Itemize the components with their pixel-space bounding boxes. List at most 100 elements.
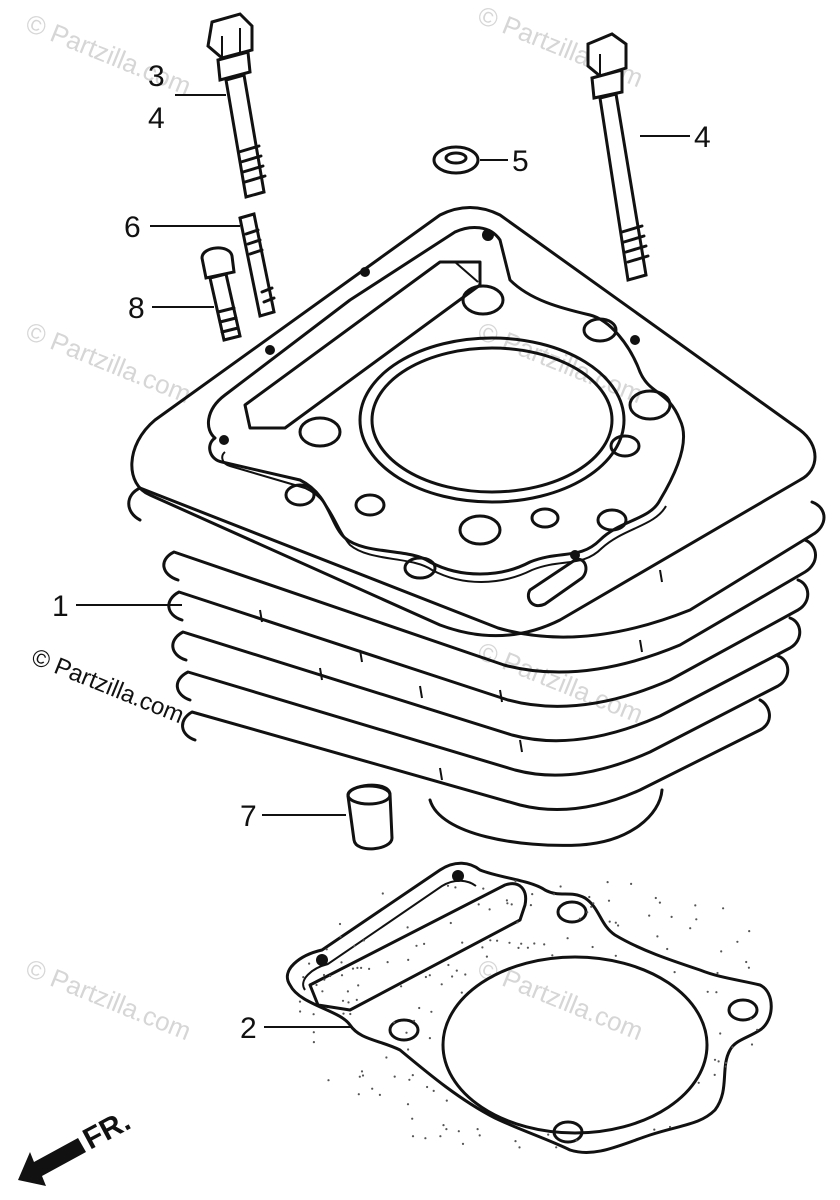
- gasket-texture-dot: [588, 895, 591, 899]
- gasket-texture-dot: [361, 1074, 365, 1077]
- gasket-texture-dot: [520, 942, 523, 945]
- gasket-texture-dot: [614, 921, 617, 924]
- gasket-texture-dot: [666, 947, 669, 951]
- cylinder-block: [127, 206, 826, 847]
- gasket-texture-dot: [517, 946, 520, 950]
- gasket-texture-dot: [408, 1078, 411, 1081]
- gasket-texture-dot: [442, 1124, 445, 1127]
- watermark-text: © Partzilla.com: [22, 953, 196, 1046]
- gasket-texture-dot: [617, 924, 620, 927]
- front-arrow-icon: [18, 1138, 86, 1186]
- stud-hole: [284, 483, 316, 507]
- gasket-texture-dot: [315, 983, 318, 987]
- gasket-texture-dot: [455, 969, 458, 972]
- gasket-texture-dot: [713, 1073, 716, 1076]
- gasket-texture-dot: [355, 998, 358, 1002]
- cylinder-stud-bolt-left: [206, 12, 267, 199]
- gasket-texture-dot: [407, 958, 410, 962]
- gasket-texture-dot: [357, 1093, 360, 1096]
- stud-bolt: [238, 212, 276, 318]
- gasket-dowel-mark: [316, 954, 328, 966]
- gasket-texture-dot: [722, 907, 725, 910]
- cylinder-base-gasket: [285, 861, 773, 1154]
- gasket-texture-dot: [426, 1085, 429, 1089]
- gasket-texture-dot: [360, 966, 363, 970]
- gasket-texture-dot: [449, 921, 452, 925]
- gasket-texture-dot: [341, 999, 345, 1002]
- gasket-texture-dot: [298, 1000, 302, 1003]
- gasket-texture-dot: [478, 1134, 481, 1137]
- gasket-texture-dot: [476, 1128, 479, 1131]
- gasket-texture-dot: [340, 974, 344, 977]
- callout-6: 6: [124, 211, 141, 244]
- gasket-texture-dot: [653, 1128, 656, 1131]
- gasket-texture-dot: [323, 978, 326, 981]
- gasket-texture-dot: [614, 954, 617, 957]
- gasket-texture-dot: [673, 971, 676, 974]
- stud-hole: [461, 284, 505, 316]
- gasket-texture-dot: [591, 945, 594, 949]
- gasket-texture-dot: [547, 1133, 550, 1136]
- gasket-texture-dot: [327, 1079, 330, 1082]
- gasket-texture-dot: [555, 1146, 558, 1149]
- gasket-texture-dot: [720, 950, 723, 953]
- oil-passage-tab: [526, 557, 588, 607]
- gasket-texture-dot: [454, 886, 457, 889]
- locating-dots: [219, 229, 640, 560]
- gasket-texture-dot: [342, 1012, 345, 1015]
- gasket-texture-dot: [385, 1056, 388, 1059]
- gasket-hole: [727, 998, 759, 1022]
- gasket-texture-dot: [411, 1117, 414, 1120]
- bolt-collar: [216, 50, 252, 82]
- copyright-credit: © Partzilla.com: [28, 644, 188, 730]
- gasket-texture-dot: [748, 930, 751, 933]
- gasket-texture-dot: [378, 1093, 381, 1096]
- gasket-texture-dot: [658, 901, 662, 904]
- gasket-texture-dot: [630, 882, 633, 886]
- gasket-texture-dot: [654, 896, 657, 900]
- callout-1: 1: [52, 590, 69, 623]
- gasket-texture-dot: [445, 1128, 448, 1131]
- gasket-hole: [556, 900, 588, 924]
- gasket-texture-dot: [346, 990, 349, 993]
- gasket-texture-dot: [749, 1017, 753, 1021]
- gasket-texture-dot: [386, 961, 389, 964]
- gasket-texture-dot: [533, 942, 536, 945]
- gasket-dowel-mark: [452, 870, 464, 882]
- gasket-texture-dot: [321, 990, 324, 993]
- gasket-texture-dot: [756, 1028, 759, 1031]
- bolt-thread: [237, 144, 267, 184]
- bolt: [200, 246, 242, 342]
- bolt-shank: [224, 73, 266, 199]
- gasket-texture-dot: [407, 1048, 410, 1051]
- gasket-texture-dot: [393, 1021, 396, 1024]
- front-label: FR.: [78, 1104, 136, 1156]
- stud-hole: [298, 416, 342, 448]
- gasket-texture-dot: [308, 962, 311, 965]
- gasket-texture-dot: [529, 904, 533, 907]
- gasket-texture-dot: [656, 935, 659, 938]
- gasket-outline: [285, 861, 773, 1154]
- gasket-texture-dot: [489, 939, 492, 942]
- gasket-texture-dot: [477, 903, 480, 906]
- gasket-texture-dot: [418, 1006, 421, 1010]
- gasket-texture-dot: [428, 1037, 431, 1040]
- gasket-texture-dot: [747, 966, 751, 969]
- gasket-texture-dot: [488, 908, 491, 911]
- gasket-texture-dot: [724, 1061, 728, 1065]
- gasket-texture-dot: [715, 991, 718, 994]
- gasket-texture-dot: [339, 935, 342, 938]
- gasket-texture-dot: [424, 975, 427, 979]
- gasket-texture-dot: [406, 926, 409, 929]
- gasket-texture-dot: [461, 941, 464, 944]
- gasket-texture-dot: [325, 948, 328, 951]
- callout-7: 7: [240, 800, 257, 833]
- front-direction-indicator: FR.: [18, 1104, 136, 1186]
- gasket-cam-chain-window: [308, 882, 528, 1012]
- gasket-texture-dot: [351, 967, 355, 970]
- gasket-hole: [388, 1018, 420, 1042]
- bolt-head: [586, 32, 628, 78]
- gasket-texture-dot: [694, 904, 697, 907]
- callout-leaders: [76, 94, 690, 1028]
- gasket-texture-dot: [526, 946, 530, 949]
